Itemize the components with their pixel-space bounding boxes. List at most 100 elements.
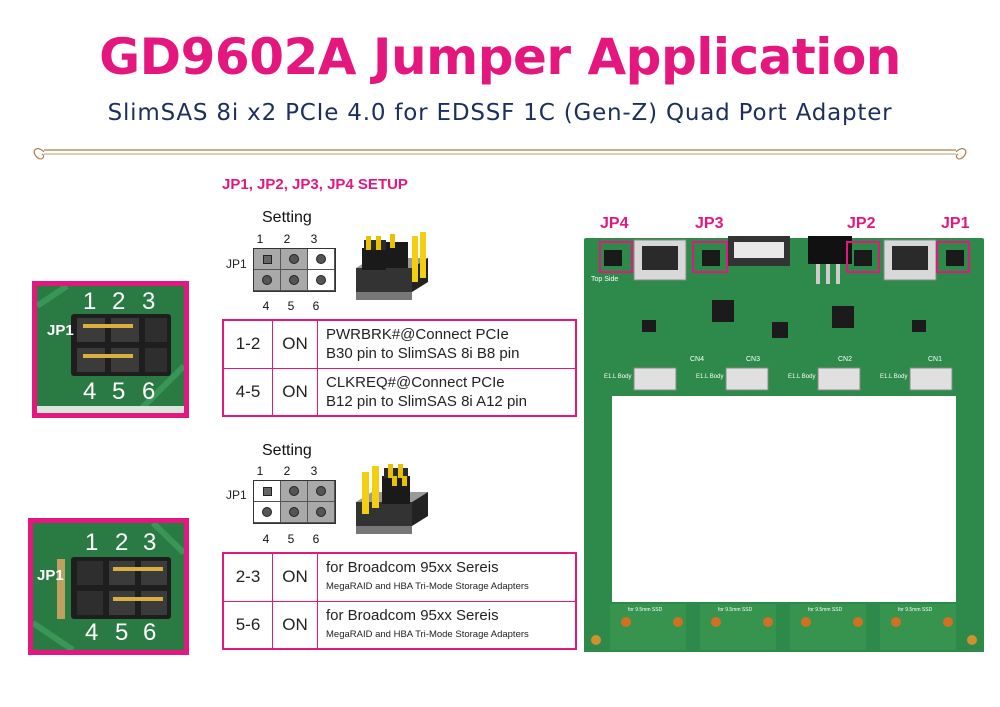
adapter-board-graphic [584,236,984,652]
board-jumper-label: JP3 [695,215,724,232]
board-silk-label: for 9.5mm SSD [898,607,933,613]
description-line: for Broadcom 95xx Sereis [326,606,499,624]
pin-cell [308,502,335,523]
pin-number: 1 [256,464,264,478]
page-subtitle: SlimSAS 8i x2 PCIe 4.0 for EDSSF 1C (Gen… [107,100,893,126]
description-cell: CLKREQ#@Connect PCIe B12 pin to SlimSAS … [317,367,577,417]
round-pin-icon [316,254,326,264]
board-silk-label: for 9.5mm SSD [718,607,753,613]
jumper-photo-1: JP1 1 2 3 4 5 6 [32,281,189,418]
round-pin-icon [262,507,272,517]
square-pin-icon [262,254,272,264]
pin-number: 4 [262,532,270,546]
pin-number: 3 [310,464,318,478]
setting-label: Setting [262,442,312,459]
pin-cell [254,270,281,291]
pcb-closeup-graphic [37,286,184,413]
setup-heading: JP1, JP2, JP3, JP4 SETUP [222,176,408,193]
description-line: CLKREQ#@Connect PCIe [326,373,505,391]
pin-cell [281,249,308,270]
jumper-label: JP1 [226,257,247,271]
description-cell: for Broadcom 95xx Sereis MegaRAID and HB… [317,600,577,650]
description-line: B12 pin to SlimSAS 8i A12 pin [326,392,527,410]
pin-cell [281,502,308,523]
state-cell: ON [272,552,318,602]
photo-pin-number: 4 [83,378,97,405]
pin-cell [254,502,281,523]
photo-jumper-label: JP1 [37,567,64,584]
round-pin-icon [316,275,326,285]
round-pin-icon [289,254,299,264]
board-silk-label: CN1 [928,356,943,363]
pins-cell: 2-3 [222,552,273,602]
jp1-highlight-box [936,241,970,273]
description-cell: for Broadcom 95xx Sereis MegaRAID and HB… [317,552,577,602]
jumper-pin-grid [253,248,336,292]
board-jumper-label: JP2 [847,215,876,232]
description-line: MegaRAID and HBA Tri-Mode Storage Adapte… [326,628,529,640]
photo-jumper-label: JP1 [47,322,74,339]
jumper-label: JP1 [226,488,247,502]
photo-pin-number: 2 [115,529,129,556]
round-pin-icon [289,275,299,285]
board-silk-label: CN2 [838,356,853,363]
config-table-2: 2-3 ON for Broadcom 95xx Sereis MegaRAID… [222,552,577,650]
board-silk-label: CN4 [690,356,705,363]
config-table-1: 1-2 ON PWRBRK#@Connect PCIe B30 pin to S… [222,319,577,417]
square-pin-icon [262,486,272,496]
round-pin-icon [289,507,299,517]
photo-pin-number: 2 [112,288,126,315]
pin-number: 6 [312,299,320,313]
pin-number: 4 [262,299,270,313]
pin-cell [281,270,308,291]
jp3-highlight-box [692,241,728,273]
description-line: for Broadcom 95xx Sereis [326,559,499,577]
state-cell: ON [272,600,318,650]
description-cell: PWRBRK#@Connect PCIe B30 pin to SlimSAS … [317,319,577,369]
photo-pin-number: 4 [85,619,99,646]
board-silk-label: for 9.5mm SSD [628,607,663,613]
pcb-closeup-graphic [33,523,184,650]
pins-cell: 4-5 [222,367,273,417]
board-silk-label: for 9.5mm SSD [808,607,843,613]
photo-pin-number: 1 [85,529,99,556]
pin-cell [308,481,335,502]
round-pin-icon [316,507,326,517]
jumper-3d-icon [356,232,428,300]
pin-cell [308,249,335,270]
description-line: B30 pin to SlimSAS 8i B8 pin [326,345,520,363]
board-silk-label: E1.L Body [880,374,908,380]
setting-label: Setting [262,209,312,226]
jumper-photo-2: JP1 1 2 3 4 5 6 [28,518,189,655]
table-row: 4-5 ON CLKREQ#@Connect PCIe B12 pin to S… [222,367,577,417]
round-pin-icon [289,486,299,496]
round-pin-icon [316,486,326,496]
board-silk-label: E1.L Body [696,374,724,380]
board-jumper-label: JP4 [600,215,629,232]
pins-cell: 5-6 [222,600,273,650]
photo-pin-number: 6 [142,378,156,405]
table-row: 1-2 ON PWRBRK#@Connect PCIe B30 pin to S… [222,319,577,369]
board-silk-label: E1.L Body [604,374,632,380]
photo-pin-number: 5 [115,619,129,646]
photo-pin-number: 6 [143,619,157,646]
photo-pin-number: 3 [143,529,157,556]
pin-number: 5 [287,532,295,546]
board-jumper-label: JP1 [941,215,970,232]
description-line: MegaRAID and HBA Tri-Mode Storage Adapte… [326,581,529,593]
pin-cell [254,249,281,270]
round-pin-icon [262,275,272,285]
pin-cell [281,481,308,502]
table-row: 5-6 ON for Broadcom 95xx Sereis MegaRAID… [222,600,577,650]
pin-number: 5 [287,299,295,313]
state-cell: ON [272,319,318,369]
pin-cell [308,270,335,291]
description-line: PWRBRK#@Connect PCIe [326,326,509,344]
page-title: GD9602A Jumper Application [99,28,901,86]
pin-number: 6 [312,532,320,546]
jumper-3d-icon [356,464,428,534]
photo-pin-number: 1 [83,288,97,315]
pins-cell: 1-2 [222,319,273,369]
table-row: 2-3 ON for Broadcom 95xx Sereis MegaRAID… [222,552,577,602]
photo-pin-number: 3 [142,288,156,315]
